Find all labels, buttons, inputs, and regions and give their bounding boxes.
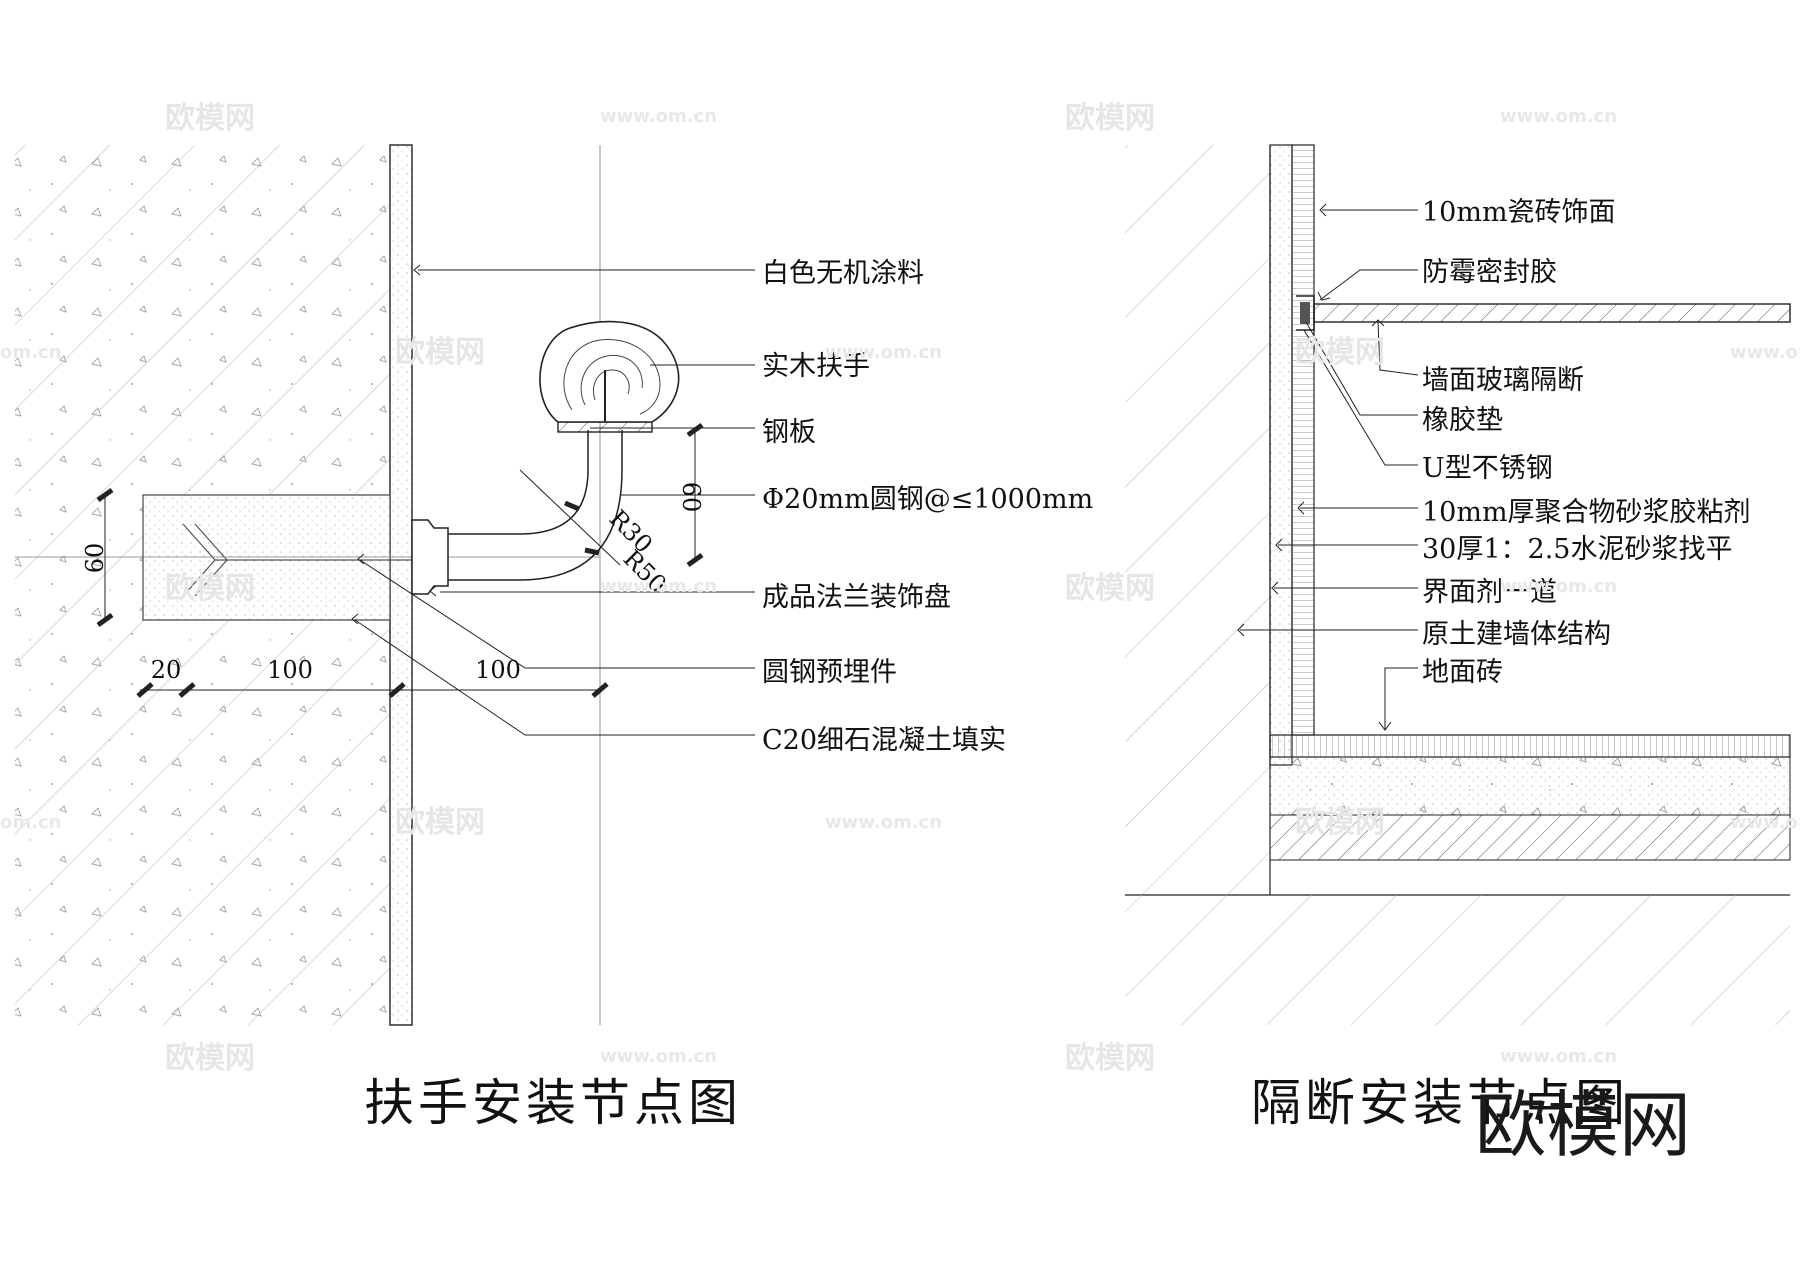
handrail-title: 扶手安装节点图 xyxy=(364,1074,742,1132)
partition-wall-hatch xyxy=(1125,145,1270,895)
svg-text:www.om.cn: www.om.cn xyxy=(1500,576,1617,597)
steel-bar-outer xyxy=(448,430,589,535)
flange-plate xyxy=(411,519,449,595)
handrail-label-4: Φ20mm圆钢@≤1000mm xyxy=(762,484,1093,515)
handrail-detail: 60 60 R30 R50 20 100 100 白色无机涂料实木扶手钢板Φ20… xyxy=(15,144,1093,1132)
partition-label-8: 界面剂一道 xyxy=(1422,577,1557,608)
svg-text:欧模网: 欧模网 xyxy=(165,571,255,606)
dim-20: 20 xyxy=(151,656,182,684)
fine-concrete-fill xyxy=(143,495,390,620)
partition-label-9: 原土建墙体结构 xyxy=(1422,619,1611,650)
partition-label-3: 墙面玻璃隔断 xyxy=(1422,365,1584,396)
partition-label-10: 地面砖 xyxy=(1422,657,1503,688)
rubber-pad xyxy=(1300,302,1310,324)
wall-tile-layer xyxy=(1291,144,1315,736)
handrail-label-1: 白色无机涂料 xyxy=(762,258,924,289)
steel-plate xyxy=(557,421,653,433)
handrail-label-2: 实木扶手 xyxy=(762,351,870,382)
watermark-logo: 欧模网 xyxy=(1475,1083,1691,1167)
svg-text:欧模网: 欧模网 xyxy=(1295,805,1385,840)
svg-text:www.om.cn: www.om.cn xyxy=(1730,812,1800,833)
floor-tile xyxy=(1269,734,1791,758)
svg-text:om.cn: om.cn xyxy=(0,342,61,363)
u-channel xyxy=(1296,295,1315,331)
partition-label-6: 10mm厚聚合物砂浆胶粘剂 xyxy=(1422,497,1751,528)
svg-text:欧模网: 欧模网 xyxy=(165,1041,255,1076)
dimensions-left xyxy=(96,422,704,698)
svg-text:欧模网: 欧模网 xyxy=(395,335,485,370)
svg-text:www.om.cn: www.om.cn xyxy=(825,812,942,833)
plaster-layer xyxy=(389,144,413,1026)
partition-label-1: 10mm瓷砖饰面 xyxy=(1422,197,1616,228)
partition-title: 隔断安装节点图 xyxy=(1251,1074,1629,1132)
svg-text:www.om.cn: www.om.cn xyxy=(1500,1046,1617,1067)
dim-100-a: 100 xyxy=(267,656,313,684)
dim-100-b: 100 xyxy=(475,656,521,684)
handrail-label-5: 成品法兰装饰盘 xyxy=(762,582,951,613)
dim-embed-height: 60 xyxy=(81,543,109,574)
svg-text:www.om.cn: www.om.cn xyxy=(1500,106,1617,127)
svg-text:www.om.cn: www.om.cn xyxy=(600,576,717,597)
handrail-label-6: 圆钢预埋件 xyxy=(762,657,897,688)
svg-text:om.cn: om.cn xyxy=(0,812,61,833)
svg-text:www.om.cn: www.om.cn xyxy=(1730,342,1800,363)
wooden-handrail xyxy=(539,320,680,423)
svg-text:欧模网: 欧模网 xyxy=(395,805,485,840)
svg-text:欧模网: 欧模网 xyxy=(1065,1041,1155,1076)
svg-text:www.om.cn: www.om.cn xyxy=(600,1046,717,1067)
svg-text:欧模网: 欧模网 xyxy=(1295,335,1385,370)
dim-bend-height: 60 xyxy=(677,482,705,513)
partition-plaster xyxy=(1269,144,1293,766)
glass-partition xyxy=(1313,303,1791,323)
watermark-cn: 欧模网 xyxy=(165,101,255,136)
partition-label-7: 30厚1：2.5水泥砂浆找平 xyxy=(1422,534,1732,565)
steel-bar-inner xyxy=(448,430,623,581)
partition-label-2: 防霉密封胶 xyxy=(1422,257,1557,288)
partition-label-5: U型不锈钢 xyxy=(1422,453,1553,484)
watermarks: 欧模网 www.om.cn 欧模网 www.om.cn 欧模网 www.om.c… xyxy=(0,101,1800,1167)
leaders-right xyxy=(1237,203,1419,731)
partition-label-4: 橡胶垫 xyxy=(1422,405,1503,436)
floor-slab xyxy=(1269,814,1791,861)
handrail-label-7: C20细石混凝土填实 xyxy=(762,725,1006,756)
svg-text:www.om.cn: www.om.cn xyxy=(600,106,717,127)
svg-text:欧模网: 欧模网 xyxy=(1065,571,1155,606)
leaders-left xyxy=(351,264,755,736)
ground-hatch xyxy=(1125,895,1790,1025)
svg-text:www.om.cn: www.om.cn xyxy=(825,342,942,363)
handrail-label-3: 钢板 xyxy=(762,417,816,448)
svg-text:欧模网: 欧模网 xyxy=(1065,101,1155,136)
